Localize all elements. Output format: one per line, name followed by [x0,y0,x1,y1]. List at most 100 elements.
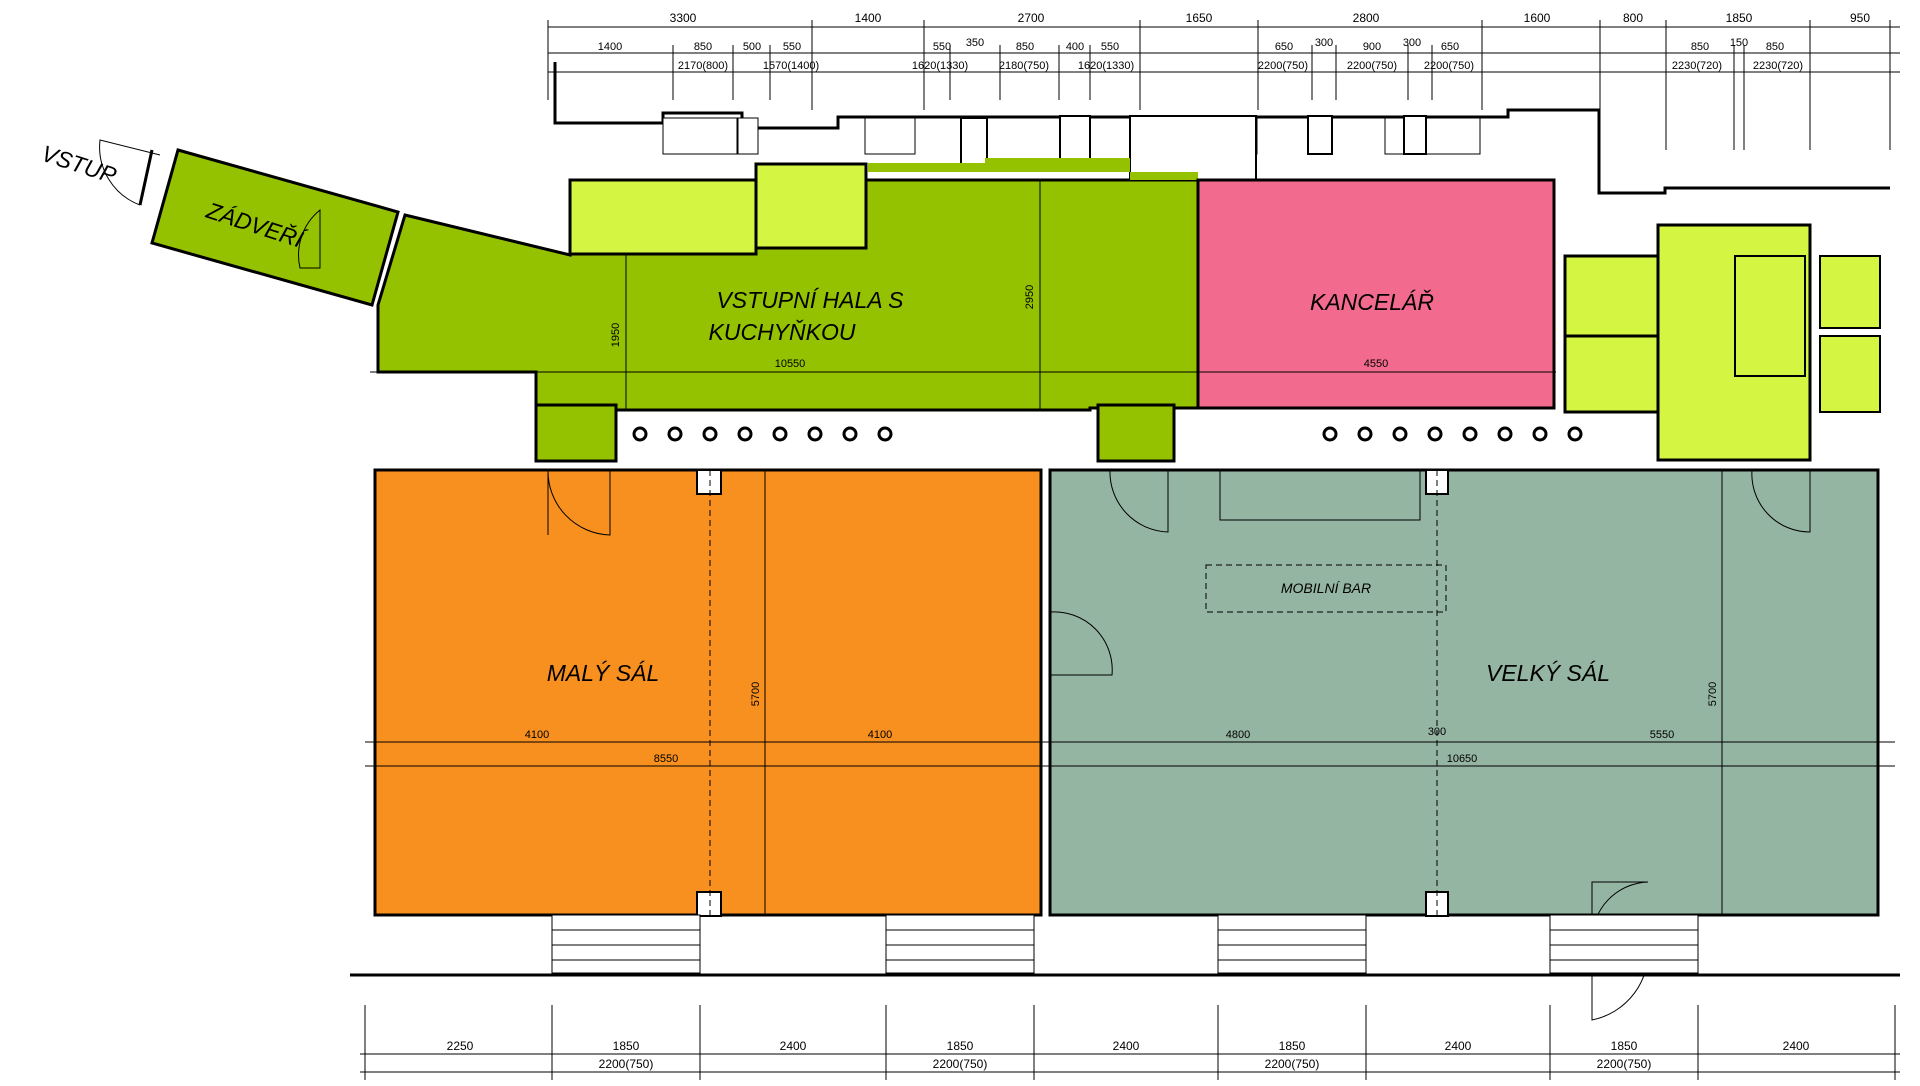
dim-low-3: 1620(1330) [912,60,968,72]
dim-mid-1: 1400 [598,41,622,53]
top-dimensions [547,20,1900,150]
partition-door [1049,611,1113,676]
bottom-dimension-labels: 2250 1850 2400 1850 2400 1850 2400 1850 … [447,1039,1810,1071]
dim-top-6: 1600 [1524,11,1551,25]
dim-small-depth: 5700 [750,682,762,706]
dim-bottom-2: 1850 [613,1039,640,1053]
sanitary-block [568,162,1881,462]
label-hall-1: VSTUPNÍ HALA S [716,287,904,313]
dim-low-4: 2180(750) [999,60,1049,72]
dim-big-depth: 5700 [1707,682,1719,706]
dim-big-pillar: 300 [1428,726,1446,738]
dim-mid-13: 300 [1403,37,1421,49]
hall-niche-right [1096,403,1176,463]
dim-mid-15: 850 [1691,41,1709,53]
dim-mid-16: 150 [1730,37,1748,49]
dim-top-4: 1650 [1186,11,1213,25]
label-small-hall: MALÝ SÁL [547,660,660,686]
dim-low-1: 2170(800) [678,60,728,72]
dim-mid-14: 650 [1441,41,1459,53]
entrance-door [99,139,161,206]
dim-small-right: 4100 [868,729,892,741]
mobile-bar-outline [1205,564,1447,613]
dim-mid-8: 400 [1066,41,1084,53]
office-room [1196,178,1556,410]
label-hall-2: KUCHYŇKOU [709,319,856,345]
office-fill [1196,178,1556,410]
vestibule-door [298,208,321,269]
dim-low-10: 2230(720) [1753,60,1803,72]
dim-hall-width: 10550 [775,358,806,370]
dim-bottom-w4: 2200(750) [1597,1057,1652,1071]
dim-top-9: 950 [1850,11,1870,25]
label-mobile-bar: MOBILNÍ BAR [1281,580,1371,596]
room-labels: VSTUP ZÁDVEŘÍ VSTUPNÍ HALA S KUCHYŇKOU K… [38,140,1610,686]
dim-top-8: 1850 [1726,11,1753,25]
label-office: KANCELÁŘ [1310,289,1434,315]
vestibule-room [150,148,400,307]
dim-mid-3: 500 [743,41,761,53]
dim-low-8: 2200(750) [1424,60,1474,72]
kitchen-area [868,158,1198,180]
big-hall-alcove [1219,469,1421,521]
dim-top-3: 2700 [1018,11,1045,25]
dim-mid-17: 850 [1766,41,1784,53]
dim-big-left: 4800 [1226,729,1250,741]
dim-top-2: 1400 [855,11,882,25]
big-hall-fill [1048,468,1880,917]
small-hall-room [373,468,1043,917]
small-hall-pillar-top [696,469,722,495]
wc-2 [754,162,868,250]
vestibule-fill [150,148,400,307]
dim-hall-depth: 1950 [610,323,622,347]
dim-bottom-4: 1850 [947,1039,974,1053]
dim-big-right: 5550 [1650,729,1674,741]
label-entrance: VSTUP [38,140,120,189]
dim-low-2: 1570(1400) [763,60,819,72]
dim-top-5: 2800 [1353,11,1380,25]
big-hall-room [1048,468,1880,917]
wc-7 [1819,335,1881,413]
dim-low-6: 2200(750) [1258,60,1308,72]
dim-bottom-6: 1850 [1279,1039,1306,1053]
dim-bottom-8: 1850 [1611,1039,1638,1053]
dim-big-total: 10650 [1447,753,1478,765]
dim-mid-7: 850 [1016,41,1034,53]
dim-hall-depth2: 2950 [1024,285,1036,309]
dim-bottom-3: 2400 [780,1039,807,1053]
hall-niche-left [534,403,618,463]
small-hall-fill [373,468,1043,917]
dim-mid-2: 850 [694,41,712,53]
interior-dimension-labels: 1950 2950 10550 4550 4100 4100 8550 5700… [525,285,1719,765]
dim-top-7: 800 [1623,11,1643,25]
wc-6 [1819,255,1881,329]
dim-office-width: 4550 [1364,358,1388,370]
dim-mid-4: 550 [783,41,801,53]
dim-mid-6: 350 [966,37,984,49]
top-dimension-labels: 3300 1400 2700 1650 2800 1600 800 1850 9… [598,11,1871,72]
dim-bottom-1: 2250 [447,1039,474,1053]
column-row [632,426,1583,442]
dim-low-9: 2230(720) [1672,60,1722,72]
small-hall-pillar-bottom [696,891,722,917]
dim-bottom-7: 2400 [1445,1039,1472,1053]
dim-bottom-w1: 2200(750) [599,1057,654,1071]
dim-low-5: 1620(1330) [1078,60,1134,72]
dim-low-7: 2200(750) [1347,60,1397,72]
dim-mid-12: 900 [1363,41,1381,53]
dim-mid-5: 550 [933,41,951,53]
wc-1 [568,178,758,256]
interior-dimensions [365,180,1895,915]
dim-mid-9: 550 [1101,41,1119,53]
label-big-hall: VELKÝ SÁL [1486,660,1610,686]
dim-mid-10: 650 [1275,41,1293,53]
dim-bottom-w2: 2200(750) [933,1057,988,1071]
dim-top-1: 3300 [670,11,697,25]
dim-bottom-5: 2400 [1113,1039,1140,1053]
dim-small-left: 4100 [525,729,549,741]
small-hall-door [547,469,611,536]
dim-bottom-w3: 2200(750) [1265,1057,1320,1071]
big-hall-door-right [1751,469,1811,533]
bottom-dimensions [360,1005,1900,1080]
